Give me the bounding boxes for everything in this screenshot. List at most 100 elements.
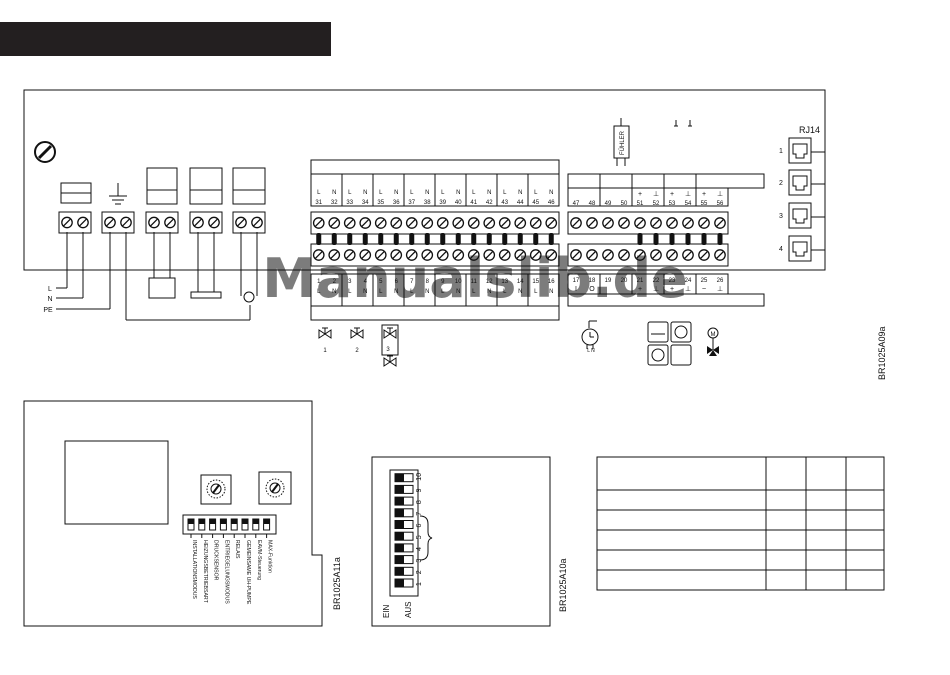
terminal-ln-label: L: [379, 190, 383, 196]
small-dip-switch[interactable]: [198, 518, 206, 531]
switch-function-label: INSTALLATIONSMODUS: [191, 540, 197, 599]
terminal-link: [533, 233, 539, 245]
dip-switch[interactable]: 9: [394, 484, 423, 494]
output-box-1: [146, 167, 178, 205]
screw-terminal-upper: [618, 217, 630, 229]
dip-switch-number: 6: [416, 524, 423, 528]
figure-code-dip: BR1025A10a: [558, 558, 568, 612]
screw-terminal-upper: [374, 217, 387, 229]
terminal-block-mains: [58, 211, 92, 234]
screw-terminal-lower: [421, 249, 434, 261]
screw-terminal-upper: [328, 217, 341, 229]
terminal-number: 17: [573, 278, 580, 284]
large-dip-switches: 1 2 3 4 5 6 7 8 9 10: [394, 473, 423, 588]
room-unit-icons: [647, 321, 692, 366]
screw-terminal-lower: [312, 249, 325, 261]
terminal-block-ground: [101, 211, 135, 234]
terminal-number: 31: [315, 200, 322, 206]
small-dip-switch[interactable]: [241, 518, 249, 531]
dip-switch[interactable]: 4: [394, 543, 423, 553]
terminal-number: 56: [717, 201, 724, 207]
screw-terminal-lower: [328, 249, 341, 261]
screw-terminal: [164, 216, 176, 229]
screw-terminal-lower: [359, 249, 372, 261]
small-dip-switch[interactable]: [230, 518, 238, 531]
figure-code-control: BR1025A11a: [332, 557, 342, 610]
dip-switch[interactable]: 3: [394, 555, 423, 565]
terminal-number: 11: [471, 279, 478, 285]
fuse-icon: [34, 141, 56, 163]
terminal-ln-label: N: [518, 289, 522, 295]
output-box-2: [189, 167, 223, 205]
dip-switch-number: 3: [416, 559, 423, 563]
terminal-block-out-3: [232, 211, 266, 234]
terminal-ln-label: N: [456, 190, 460, 196]
rj14-port-number: 4: [779, 246, 783, 253]
dip-switch-number: 9: [416, 488, 423, 492]
terminal-link: [717, 233, 723, 245]
terminal-ln-label: N: [394, 190, 398, 196]
terminal-number: 49: [605, 201, 612, 207]
left-terminal-blocks: [58, 211, 266, 234]
dip-switch[interactable]: 2: [394, 566, 423, 576]
screw-terminal-lower: [602, 249, 614, 261]
terminal-symbol: +: [702, 191, 706, 198]
small-dip-switch[interactable]: [219, 518, 227, 531]
valve-1: 1: [318, 327, 332, 354]
upper-group-strip-b: [567, 173, 765, 189]
small-dip-switch[interactable]: [209, 518, 217, 531]
small-dip-switches: [187, 518, 271, 531]
screw-terminal-upper: [570, 217, 582, 229]
terminal-symbol: ⊥: [717, 191, 723, 198]
terminal-number: 47: [573, 201, 580, 207]
terminal-ln-label: L: [472, 190, 476, 196]
terminal-ln-label: L: [472, 289, 476, 295]
terminal-link: [409, 233, 415, 245]
rotary-switch-1: [200, 474, 232, 505]
screw-terminal: [235, 216, 247, 229]
sensor-label: FÜHLER: [619, 130, 626, 155]
terminal-symbol: ⊥: [717, 286, 723, 293]
dip-off-label: AUS: [404, 602, 413, 618]
small-dip-switch[interactable]: [187, 518, 195, 531]
small-dip-switch[interactable]: [263, 518, 271, 531]
screw-terminal-lower: [343, 249, 356, 261]
terminal-symbol: ⊥: [653, 191, 659, 198]
terminal-number: 46: [548, 200, 555, 206]
dip-switch[interactable]: 8: [394, 496, 423, 506]
control-panel-outline: [23, 400, 323, 627]
screw-terminal-lower: [436, 249, 449, 261]
switch-function-label: MAX-Funktion: [267, 540, 273, 573]
terminal-link: [347, 233, 353, 245]
rj14-port: 2: [779, 169, 812, 196]
screw-terminal-lower: [586, 249, 598, 261]
dip-switch-number: 1: [416, 582, 423, 586]
dip-switch[interactable]: 6: [394, 520, 423, 529]
switch-function-label: DRUCKSENSOR: [213, 540, 219, 581]
screw-terminal-lower: [714, 249, 726, 261]
dip-switch[interactable]: 7: [394, 508, 423, 518]
terminal-number: 34: [362, 200, 369, 206]
dip-switch[interactable]: 1: [394, 578, 423, 588]
dip-switch-block-large: [389, 469, 419, 597]
terminal-number: 14: [517, 279, 524, 285]
screw-terminal-upper: [436, 217, 449, 229]
dip-switch[interactable]: 5: [394, 531, 423, 541]
terminal-ln-label: N: [549, 289, 553, 295]
terminal-number: 50: [621, 201, 628, 207]
dip-switch-number: 2: [416, 570, 423, 574]
upper-label-strip-b: [567, 187, 729, 207]
dip-switch[interactable]: 10: [394, 473, 423, 483]
screw-terminal-lower: [390, 249, 403, 261]
terminal-link: [424, 233, 430, 245]
dip-switch-number: 10: [416, 473, 423, 481]
small-dip-switch[interactable]: [252, 518, 260, 531]
terminal-strip-b: [567, 211, 729, 267]
terminal-symbol: ~: [702, 286, 706, 293]
screw-terminal: [77, 216, 89, 229]
terminal-ln-label: L: [317, 289, 321, 295]
terminal-ln-label: L: [379, 289, 383, 295]
dip-panel-outline: [371, 456, 551, 627]
